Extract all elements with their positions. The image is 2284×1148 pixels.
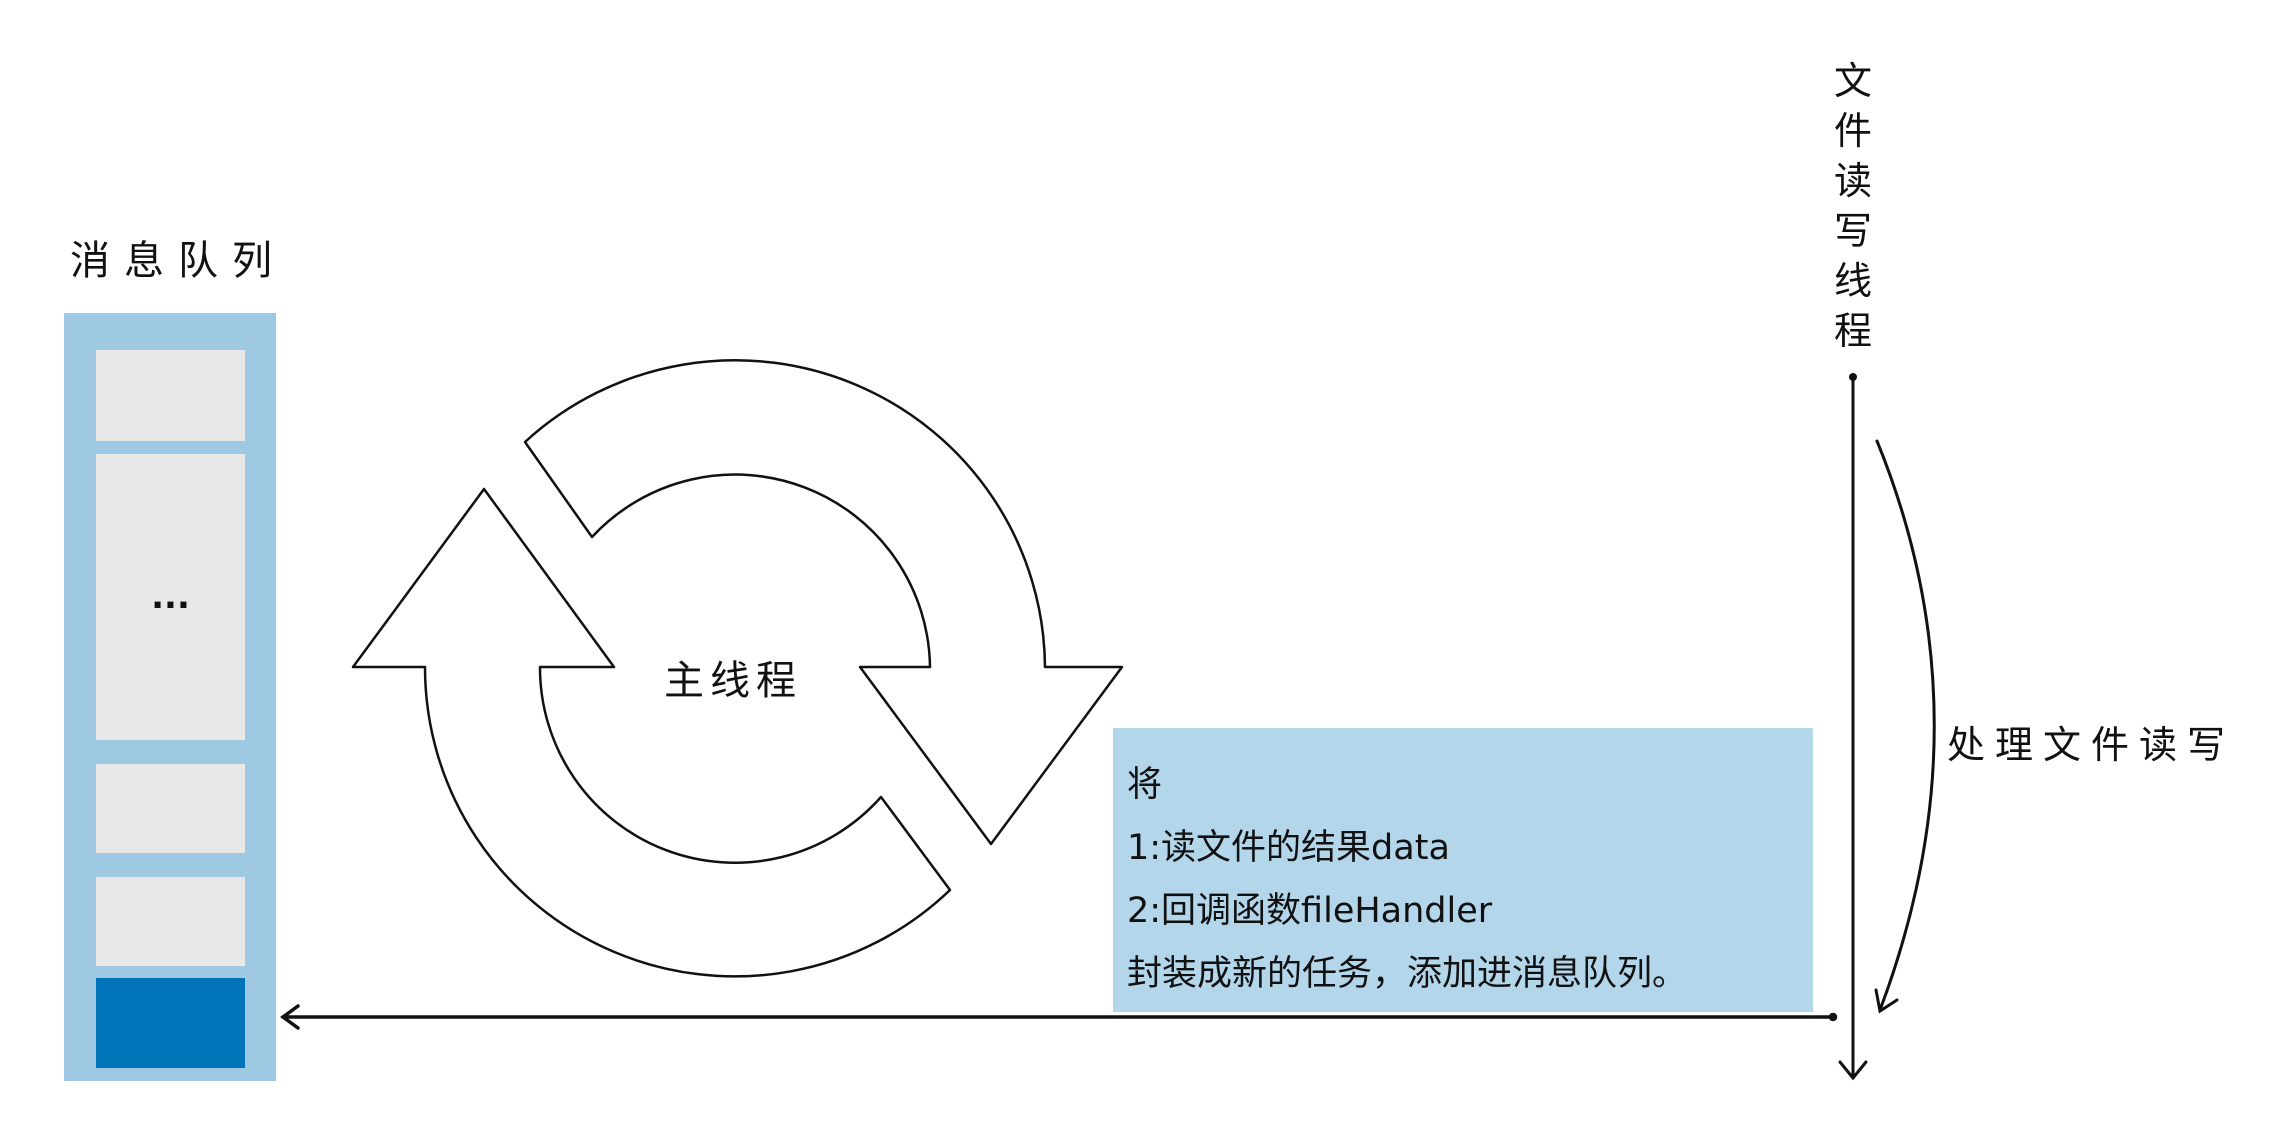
- queue-item-ellipsis: ...: [96, 454, 245, 740]
- process-arrow: [1874, 439, 1936, 1014]
- queue-item-new-task: [96, 978, 245, 1068]
- io-thread-label: 文 件 读 写 线 程: [1833, 56, 1873, 356]
- task-line: 将: [1127, 765, 1163, 805]
- io-thread-label-char: 程: [1833, 309, 1872, 353]
- io-thread-label-char: 线: [1833, 259, 1872, 303]
- task-line: 封装成新的任务，添加进消息队列。: [1127, 954, 1688, 994]
- enqueue-arrow: [280, 1004, 1838, 1030]
- message-queue: ...: [64, 313, 276, 1081]
- main-thread-label: 主线程: [664, 658, 802, 704]
- io-thread-label-char: 读: [1833, 159, 1872, 203]
- queue-title: 消息队列: [70, 238, 286, 284]
- process-label: 处理文件读写: [1947, 723, 2236, 767]
- queue-item: [96, 764, 245, 853]
- task-line: 2:回调函数fileHandler: [1127, 891, 1493, 931]
- task-description-box: 将 1:读文件的结果data 2:回调函数fileHandler 封装成新的任务…: [1113, 728, 1813, 1012]
- cycle-arrows-icon: [351, 359, 1124, 978]
- cycle-arrow-left: [351, 487, 952, 978]
- io-thread-label-char: 写: [1833, 209, 1872, 253]
- queue-item: [96, 877, 245, 966]
- queue-item: [96, 350, 245, 441]
- task-line: 1:读文件的结果data: [1127, 828, 1450, 868]
- io-thread-label-char: 件: [1833, 109, 1872, 153]
- io-thread-label-char: 文: [1833, 59, 1872, 103]
- io-thread-timeline: [1838, 373, 1868, 1081]
- cycle-arrow-right: [523, 359, 1124, 846]
